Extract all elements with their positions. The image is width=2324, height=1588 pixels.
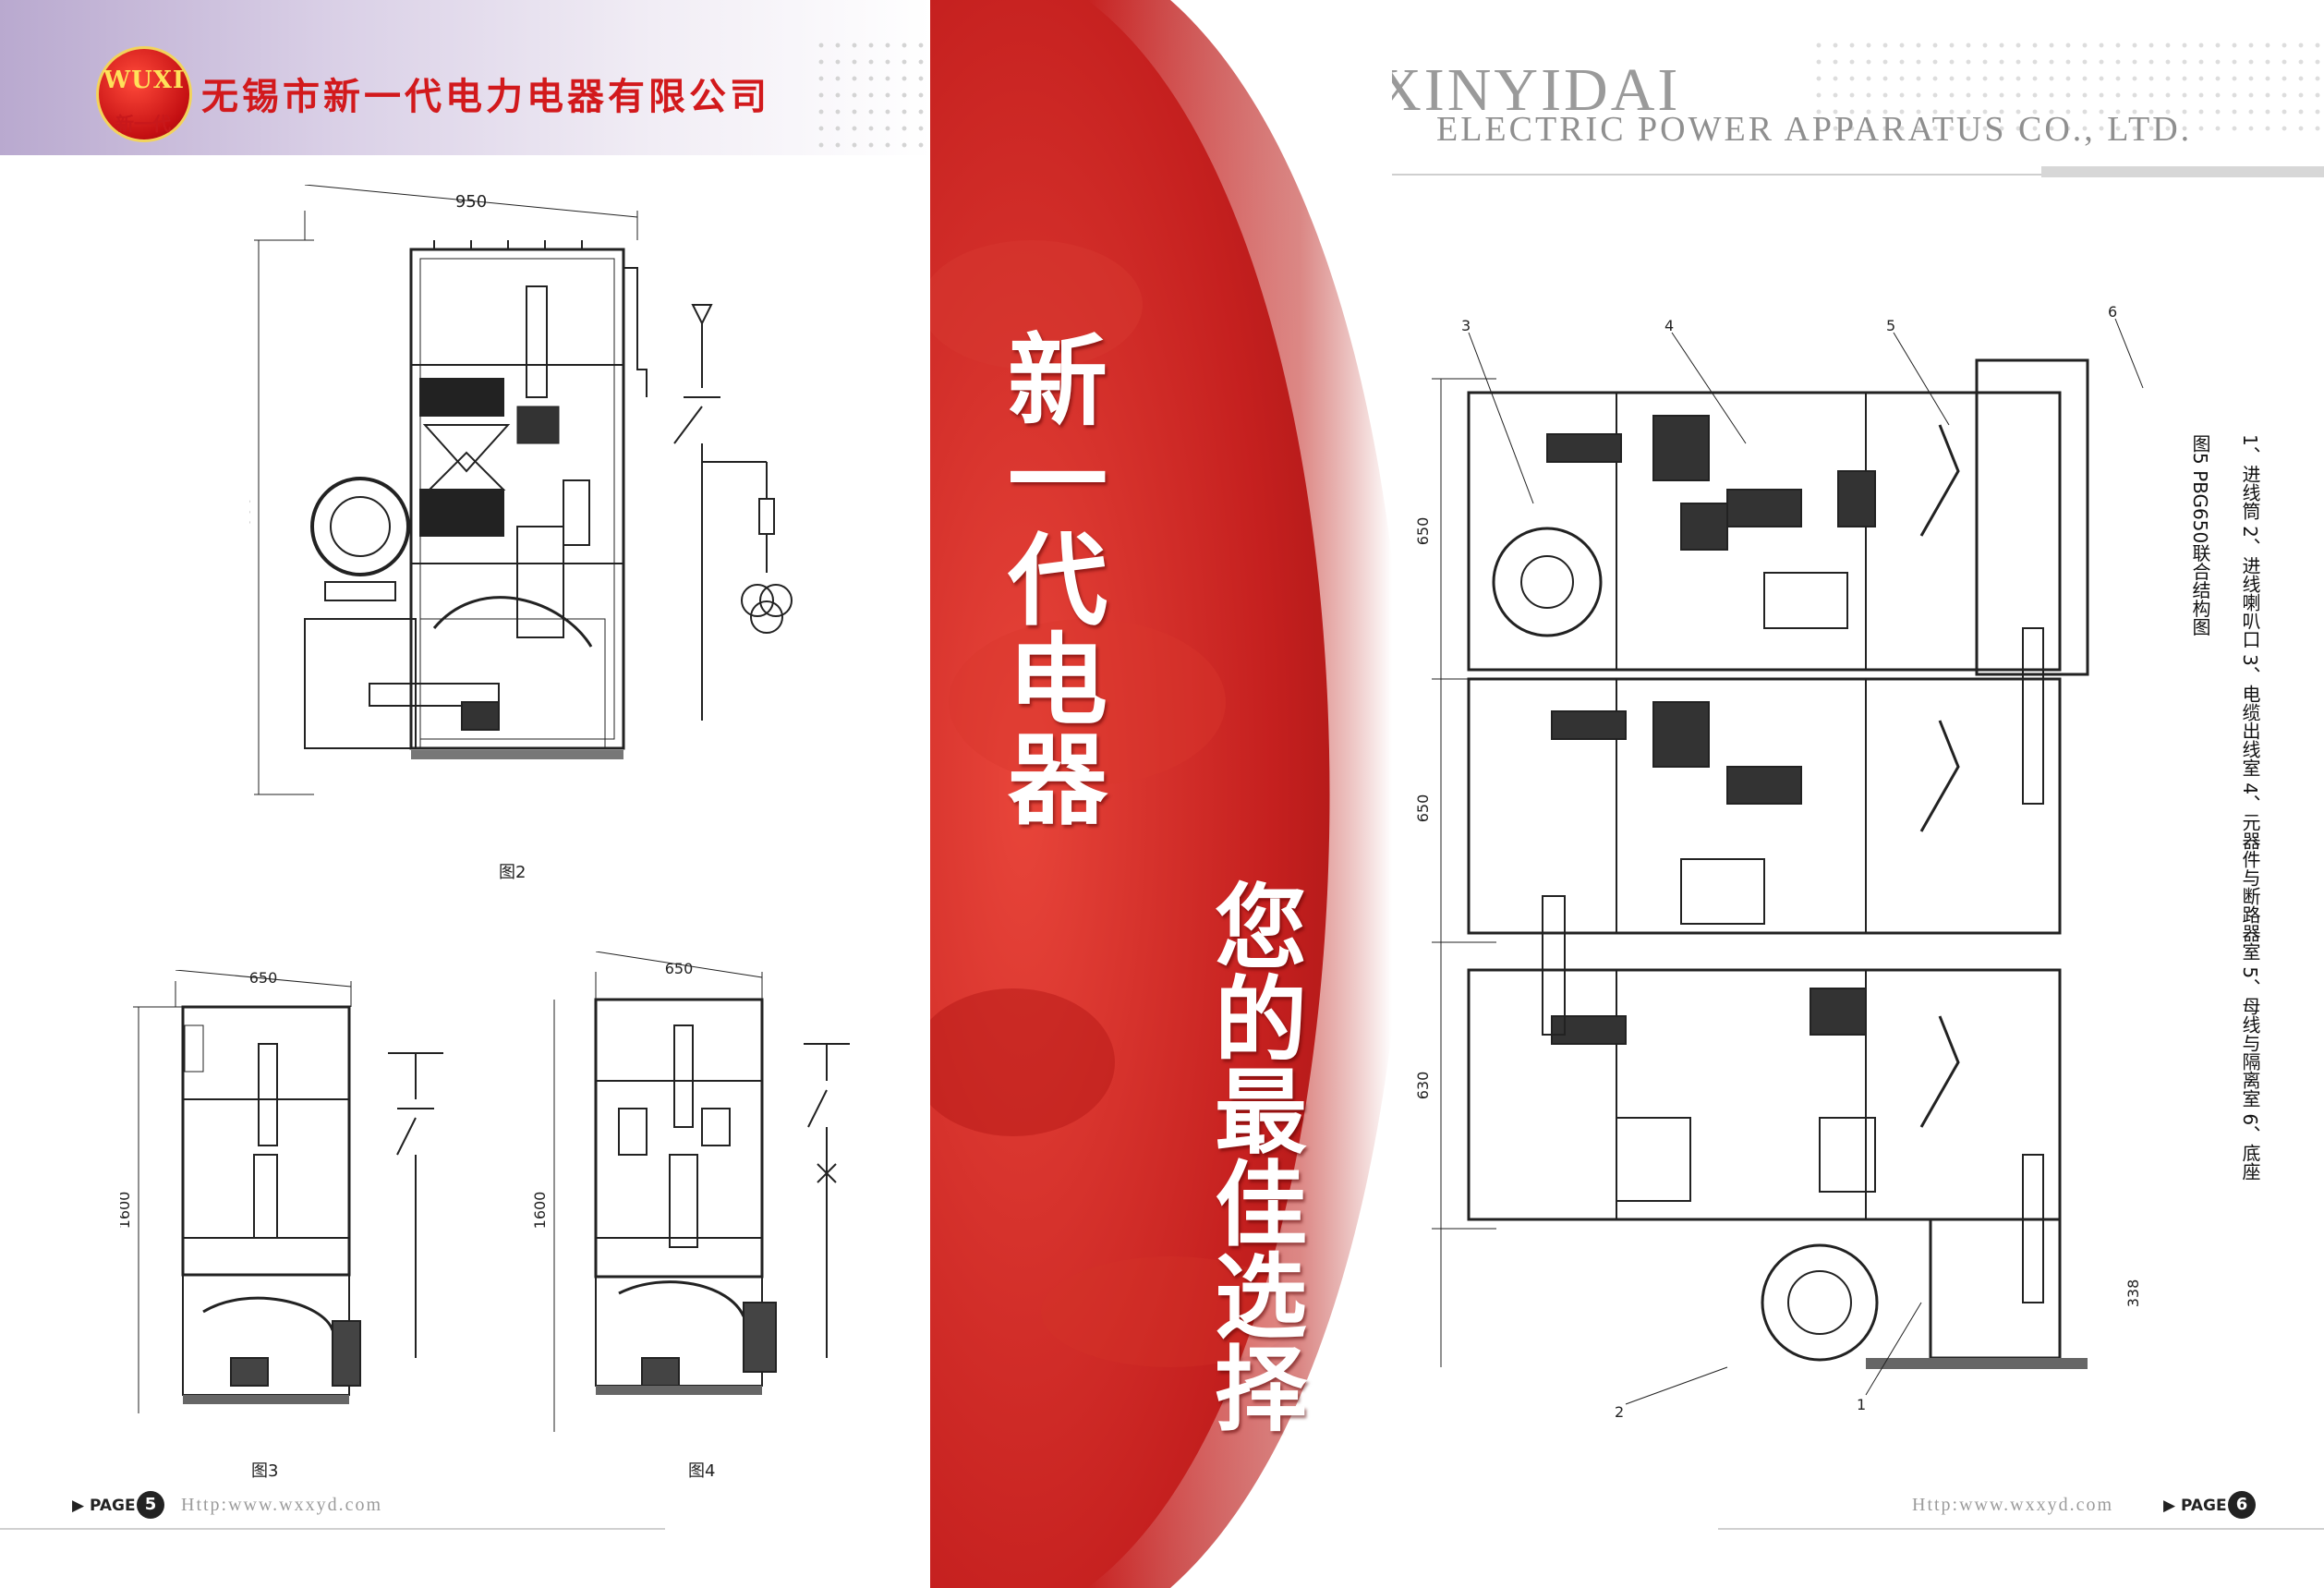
figure-4-drawing: 650 1600 (531, 952, 850, 1432)
callout-2: 2 (1615, 1403, 1624, 1421)
fig5-dim-4: 338 (2124, 1279, 2142, 1308)
figure-3-caption: 图3 (251, 1461, 279, 1481)
fig2-width-dimension: 950 (455, 192, 487, 212)
figure-3-drawing: 650 1600 (120, 970, 443, 1413)
fig5-dim-1: 650 (1414, 517, 1432, 546)
fig4-height-dimension: 1600 (531, 1192, 549, 1230)
footer-right-url[interactable]: Http:www.wxxyd.com (1912, 1495, 2114, 1515)
callout-6: 6 (2108, 305, 2117, 321)
fig3-height-dimension: 1600 (120, 1192, 133, 1230)
callout-5: 5 (1886, 317, 1895, 334)
callout-1: 1 (1857, 1396, 1866, 1413)
logo-subtext: 新一代 (115, 113, 171, 135)
fig5-dim-2: 650 (1414, 794, 1432, 823)
figure-4-caption: 图4 (688, 1461, 716, 1481)
slogan-line2: 您的最佳选择 (1215, 874, 1307, 1444)
footer-right-rule (1718, 1528, 2324, 1530)
figure-2-caption: 图2 (499, 863, 527, 882)
band-decoration (930, 0, 1392, 1588)
callout-4: 4 (1664, 317, 1674, 334)
fig4-width-dimension: 650 (665, 960, 694, 977)
footer-left-page-number: 5 (137, 1491, 164, 1519)
header-dot-pattern-right (1810, 37, 2324, 139)
footer-left-url[interactable]: Http:www.wxxyd.com (181, 1495, 383, 1515)
fig5-dim-3: 630 (1414, 1072, 1432, 1100)
footer-left-rule (0, 1528, 665, 1530)
play-icon: ▶ (72, 1497, 85, 1515)
header-rule-accent (2041, 166, 2324, 177)
company-logo (96, 46, 192, 142)
center-red-band (930, 0, 1392, 1588)
company-name-en-line2: ELECTRIC POWER APPARATUS CO., LTD. (1436, 110, 2193, 149)
figure-2-drawing: 950 1600 (249, 185, 793, 795)
figure-5-legend: 图5 PBG650联合结构图 1、进线筒 2、进线喇叭口 3、电缆出线室 4、元… (2182, 434, 2324, 1349)
fig3-width-dimension: 650 (249, 970, 278, 987)
fig2-height-dimension: 1600 (249, 496, 254, 539)
footer-left-page-label: ▶ PAGE (72, 1497, 136, 1515)
slogan-line1: 新一代电器 (1007, 324, 1108, 839)
footer-right-page-number: 6 (2228, 1491, 2256, 1519)
company-name-cn: 无锡市新一代电力电器有限公司 (201, 75, 770, 118)
play-icon: ▶ (2163, 1497, 2176, 1515)
header-rule (1390, 174, 2324, 176)
figure-5-drawing: 3 4 5 6 2 1 650 650 630 338 (1414, 305, 2144, 1421)
footer-right-page-label: ▶ PAGE (2163, 1497, 2227, 1515)
callout-3: 3 (1461, 317, 1471, 334)
logo-text: WUXI (103, 67, 186, 94)
figure-5-legend-line: 1、进线筒 2、进线喇叭口 3、电缆出线室 4、元器件与断路器室 5、母线与隔离… (2239, 434, 2261, 1182)
figure-5-title: 图5 PBG650联合结构图 (2189, 434, 2211, 636)
